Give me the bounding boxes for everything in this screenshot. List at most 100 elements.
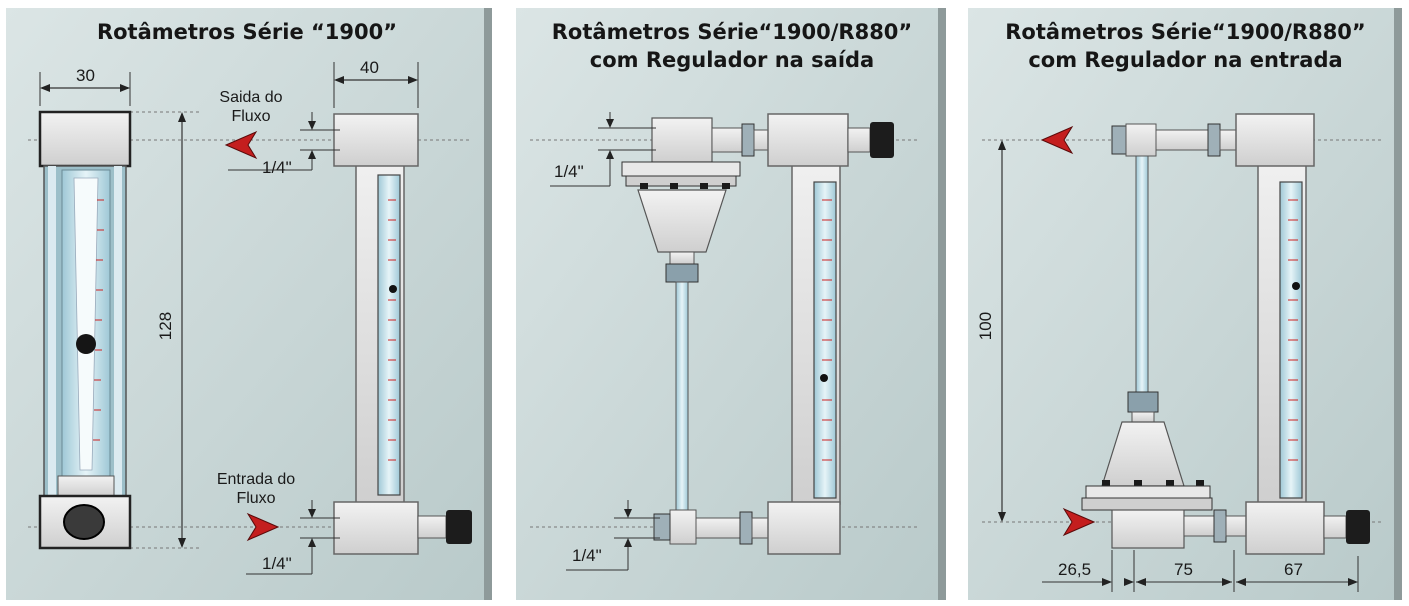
dim-30-label: 30 bbox=[76, 66, 95, 85]
panel-3-title-line1: Rotâmetros Série“1900/R880” bbox=[1005, 20, 1366, 44]
p3-outlet-nut bbox=[1111, 125, 1127, 155]
panel-series-1900-r880-inlet: Rotâmetros Série“1900/R880” com Regulado… bbox=[962, 0, 1409, 606]
inlet-label: Entrada do Fluxo bbox=[192, 470, 320, 508]
p2-port-top-arrow-a bbox=[606, 119, 614, 128]
p2-outlet-fitting bbox=[753, 129, 769, 151]
panel-series-1900-r880-outlet: Rotâmetros Série“1900/R880” com Regulado… bbox=[510, 0, 954, 606]
p3-outlet-flow-arrow bbox=[1040, 125, 1074, 155]
inlet-label-line1: Entrada do bbox=[216, 471, 296, 488]
dim-75-arrow-in bbox=[1124, 578, 1134, 586]
port-top-arrow-a bbox=[308, 121, 316, 130]
front-right-rail bbox=[114, 166, 122, 496]
panel-3-title-line2: com Regulador na entrada bbox=[1028, 48, 1343, 72]
dim-75-label: 75 bbox=[1174, 560, 1193, 579]
port-top-arrow-b bbox=[308, 150, 316, 159]
dim-100-arrow-bottom bbox=[998, 512, 1006, 522]
dim-75-arrow-left bbox=[1136, 578, 1146, 586]
dim-100-label: 100 bbox=[976, 311, 996, 341]
p3-coupling-nut bbox=[1127, 391, 1159, 413]
side-valve-stem bbox=[417, 515, 447, 539]
dim-30-arrow-left bbox=[40, 84, 50, 92]
p3-top-connection bbox=[1111, 123, 1237, 393]
p3-top-fitting bbox=[1219, 129, 1237, 151]
dim-128-arrow-bottom bbox=[178, 538, 186, 548]
front-top-block bbox=[38, 110, 132, 168]
port-top-label: 1/4" bbox=[262, 158, 292, 177]
p2-port-bottom-arrow-b bbox=[624, 538, 632, 547]
front-view bbox=[38, 110, 132, 550]
dim-26-5-label: 26,5 bbox=[1058, 560, 1092, 579]
p3-top-elbow bbox=[1125, 123, 1157, 157]
dim-67-label: 67 bbox=[1284, 560, 1303, 579]
p2-top-block bbox=[767, 113, 849, 167]
p3-bottom-dimensions bbox=[1042, 550, 1359, 592]
p2-regulator-head bbox=[651, 117, 713, 163]
dim-75-arrow-right bbox=[1222, 578, 1232, 586]
side-scale-marks bbox=[388, 199, 396, 461]
dim-26-5-arrow-right bbox=[1102, 578, 1112, 586]
dim-100-arrow-top bbox=[998, 140, 1006, 150]
p3-bottom-pipe bbox=[1183, 515, 1215, 537]
panel-2-title: Rotâmetros Série“1900/R880” com Regulado… bbox=[510, 18, 954, 74]
front-lower-collar bbox=[57, 475, 115, 497]
outlet-label-line1: Saida do bbox=[219, 89, 283, 106]
side-float-ball bbox=[389, 285, 397, 293]
p3-vertical-pipe bbox=[1135, 155, 1149, 393]
p2-meter bbox=[767, 113, 894, 555]
p3-regulator bbox=[1081, 391, 1247, 549]
p2-bottom-pipe bbox=[695, 517, 741, 539]
dim-128-arrow-top bbox=[178, 112, 186, 122]
side-view bbox=[333, 113, 472, 555]
side-glass-tube bbox=[377, 174, 401, 496]
p3-valve-stem bbox=[1323, 515, 1347, 539]
panel-2-title-line1: Rotâmetros Série“1900/R880” bbox=[551, 20, 913, 44]
p2-bottom-nut bbox=[739, 511, 753, 545]
side-bottom-block bbox=[333, 501, 419, 555]
p3-bottom-fitting bbox=[1225, 515, 1247, 537]
p2-port-top-arrow-b bbox=[606, 150, 614, 159]
p2-bottom-fitting bbox=[751, 517, 769, 539]
side-top-block bbox=[333, 113, 419, 167]
panel-1-shadow bbox=[484, 8, 492, 600]
inlet-flow-arrow bbox=[246, 512, 280, 542]
p3-float-ball bbox=[1292, 282, 1300, 290]
p2-outlet-pipe bbox=[711, 127, 743, 153]
dim-67-arrow-right bbox=[1348, 578, 1358, 586]
front-left-rail bbox=[48, 166, 56, 496]
p3-regulator-base bbox=[1111, 509, 1185, 549]
p2-regulator bbox=[621, 117, 769, 511]
p2-bottom-connection bbox=[653, 509, 769, 545]
p2-flange-bolts bbox=[640, 183, 730, 189]
panel-1-title-text: Rotâmetros Série “1900” bbox=[96, 20, 398, 44]
p3-bottom-nut bbox=[1213, 509, 1227, 543]
dim-40-arrow-right bbox=[408, 76, 418, 84]
panel-2-shadow bbox=[938, 8, 946, 600]
outlet-label-line2: Fluxo bbox=[231, 108, 271, 125]
p2-valve-stem bbox=[847, 127, 871, 153]
panel-2-background bbox=[516, 8, 940, 600]
port-bottom-arrow-b bbox=[308, 538, 316, 547]
p2-cone-neck bbox=[669, 251, 695, 265]
dim-40-label: 40 bbox=[360, 58, 379, 77]
p3-valve-knob bbox=[1346, 510, 1370, 544]
p3-meter bbox=[1235, 113, 1370, 555]
p3-inlet-flow-arrow bbox=[1062, 507, 1096, 537]
dim-30-arrow-right bbox=[120, 84, 130, 92]
p3-cone-neck bbox=[1131, 411, 1155, 423]
dim-67-arrow-left bbox=[1236, 578, 1246, 586]
dim-40-arrow-left bbox=[334, 76, 344, 84]
p2-vertical-pipe bbox=[675, 281, 689, 511]
front-inlet-port bbox=[63, 504, 105, 540]
inlet-label-line2: Fluxo bbox=[236, 490, 276, 507]
p3-flange-bolts bbox=[1102, 480, 1204, 486]
front-conical-bore bbox=[73, 177, 99, 471]
p2-port-top-label: 1/4" bbox=[554, 162, 584, 181]
dim-128-label: 128 bbox=[156, 311, 176, 341]
p2-port-bottom-arrow-a bbox=[624, 509, 632, 518]
panel-2-title-line2: com Regulador na saída bbox=[589, 48, 875, 72]
p2-coupling-nut bbox=[665, 263, 699, 283]
outlet-label: Saida do Fluxo bbox=[196, 88, 306, 126]
panel-1-title: Rotâmetros Série “1900” bbox=[0, 18, 494, 46]
panel-series-1900: Rotâmetros Série “1900” 30 40 128 1/4" 1… bbox=[0, 0, 494, 606]
panel-3-shadow bbox=[1394, 8, 1402, 600]
